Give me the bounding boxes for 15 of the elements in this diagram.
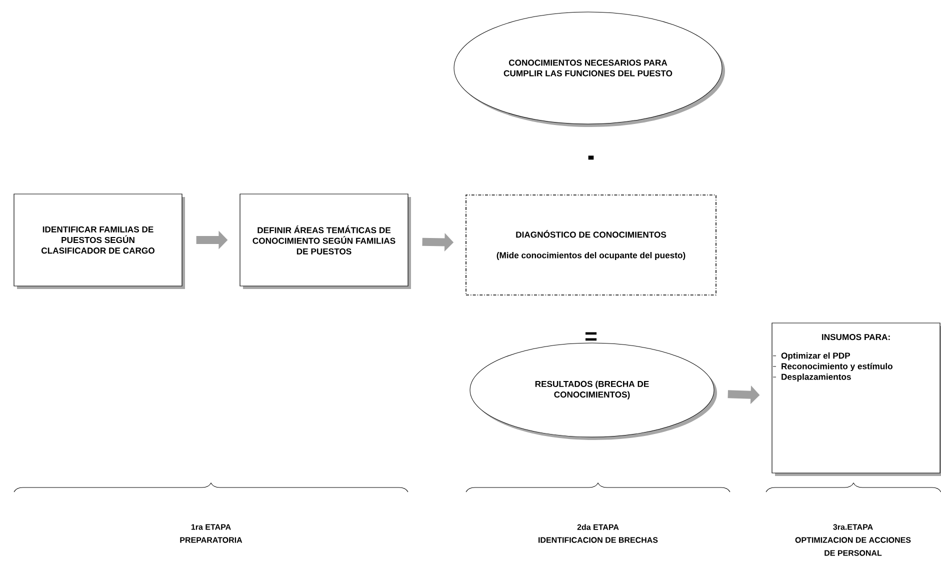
operator-sign: -: [588, 156, 594, 160]
operator-sign: =: [586, 332, 597, 341]
stage-label: IDENTIFICACION DE BRECHAS: [538, 537, 658, 543]
stage-label: 3ra.ETAPA: [833, 524, 873, 530]
ellipse-node: RESULTADOS (BRECHA DE CONOCIMIENTOS): [470, 342, 718, 440]
process-box: IDENTIFICAR FAMILIAS DE PUESTOS SEGÚN CLASIFICADOR DE CARGO: [14, 194, 185, 289]
stage-label: 1ra ETAPA: [191, 524, 231, 530]
ellipse-node: CONOCIMIENTOS NECESARIOS PARA CUMPLIR LAS FUNCIONES DEL PUESTO: [454, 12, 725, 127]
list-box: INSUMOS PARA: Optimizar el PDP Reconocimiento y estímulo Desplazamientos: [772, 322, 941, 476]
dashed-box: DIAGNÓSTICO DE CONOCIMIENTOS (Mide conocimientos del ocupante del puesto): [466, 194, 716, 296]
process-box: DEFINIR ÁREAS TEMÁTICAS DE CONOCIMIENTO SEGÚN FAMILIAS DE PUESTOS: [240, 194, 411, 289]
stage-label: PREPARATORIA: [180, 537, 242, 543]
stage-label: OPTIMIZACION DE ACCIONES: [795, 537, 911, 543]
stage-label: 2da ETAPA: [577, 524, 619, 530]
stage-label: DE PERSONAL: [824, 550, 882, 556]
